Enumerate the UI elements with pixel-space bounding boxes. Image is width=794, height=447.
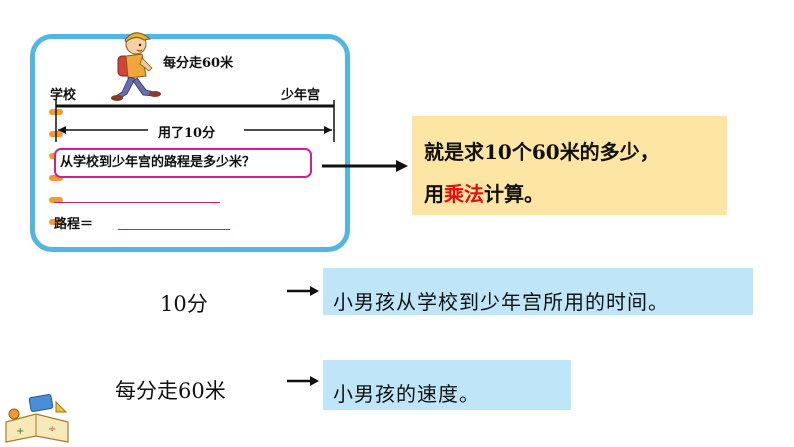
- end-label: 少年宫: [281, 88, 321, 103]
- explanation-box: [323, 268, 753, 315]
- answer-line-1: 就是求10个60米的多少，: [424, 136, 660, 165]
- explanation-text: 小男孩的速度。: [333, 382, 480, 406]
- question-box: 从学校到少年宫的路程是多少米？: [54, 148, 312, 178]
- math-book-icon: ÷ +: [5, 394, 69, 443]
- answer-line-2: 用乘法计算。: [424, 178, 544, 207]
- answer-text: 用: [424, 182, 444, 206]
- answer-number: 60: [531, 140, 560, 164]
- distance-label: 路程＝: [54, 217, 94, 232]
- row-label: 每分走60米: [115, 379, 226, 403]
- start-label: 学校: [50, 88, 77, 103]
- svg-text:+: +: [16, 426, 24, 437]
- arrow-right-icon: [287, 376, 319, 386]
- answer-text: 就是求: [424, 140, 484, 164]
- speed-label: 每分走60米: [163, 56, 234, 71]
- blank-line: [54, 202, 220, 203]
- answer-text: 个: [511, 140, 532, 164]
- ring-icon: [49, 197, 63, 203]
- highlight-text: 乘法: [444, 182, 484, 206]
- time-label: 用了10分: [158, 126, 216, 141]
- ring-icon: [49, 175, 63, 181]
- svg-text:÷: ÷: [48, 424, 56, 435]
- distance-diagram: [55, 100, 335, 142]
- answer-number: 10: [484, 140, 512, 164]
- answer-box: 就是求10个60米的多少， 用乘法计算。: [412, 116, 727, 215]
- ring-icon: [49, 219, 63, 225]
- arrow-right-icon: [287, 286, 319, 296]
- explanation-box: [323, 360, 571, 410]
- answer-text: 计算。: [484, 182, 544, 206]
- arrow-right-icon: [322, 160, 408, 172]
- distance-blank-line: [118, 229, 230, 230]
- walking-boy-icon: [111, 32, 161, 101]
- explanation-text: 小男孩从学校到少年宫所用的时间。: [333, 290, 669, 314]
- row-label: 10分: [160, 292, 208, 316]
- answer-text: 米的多少，: [559, 140, 660, 164]
